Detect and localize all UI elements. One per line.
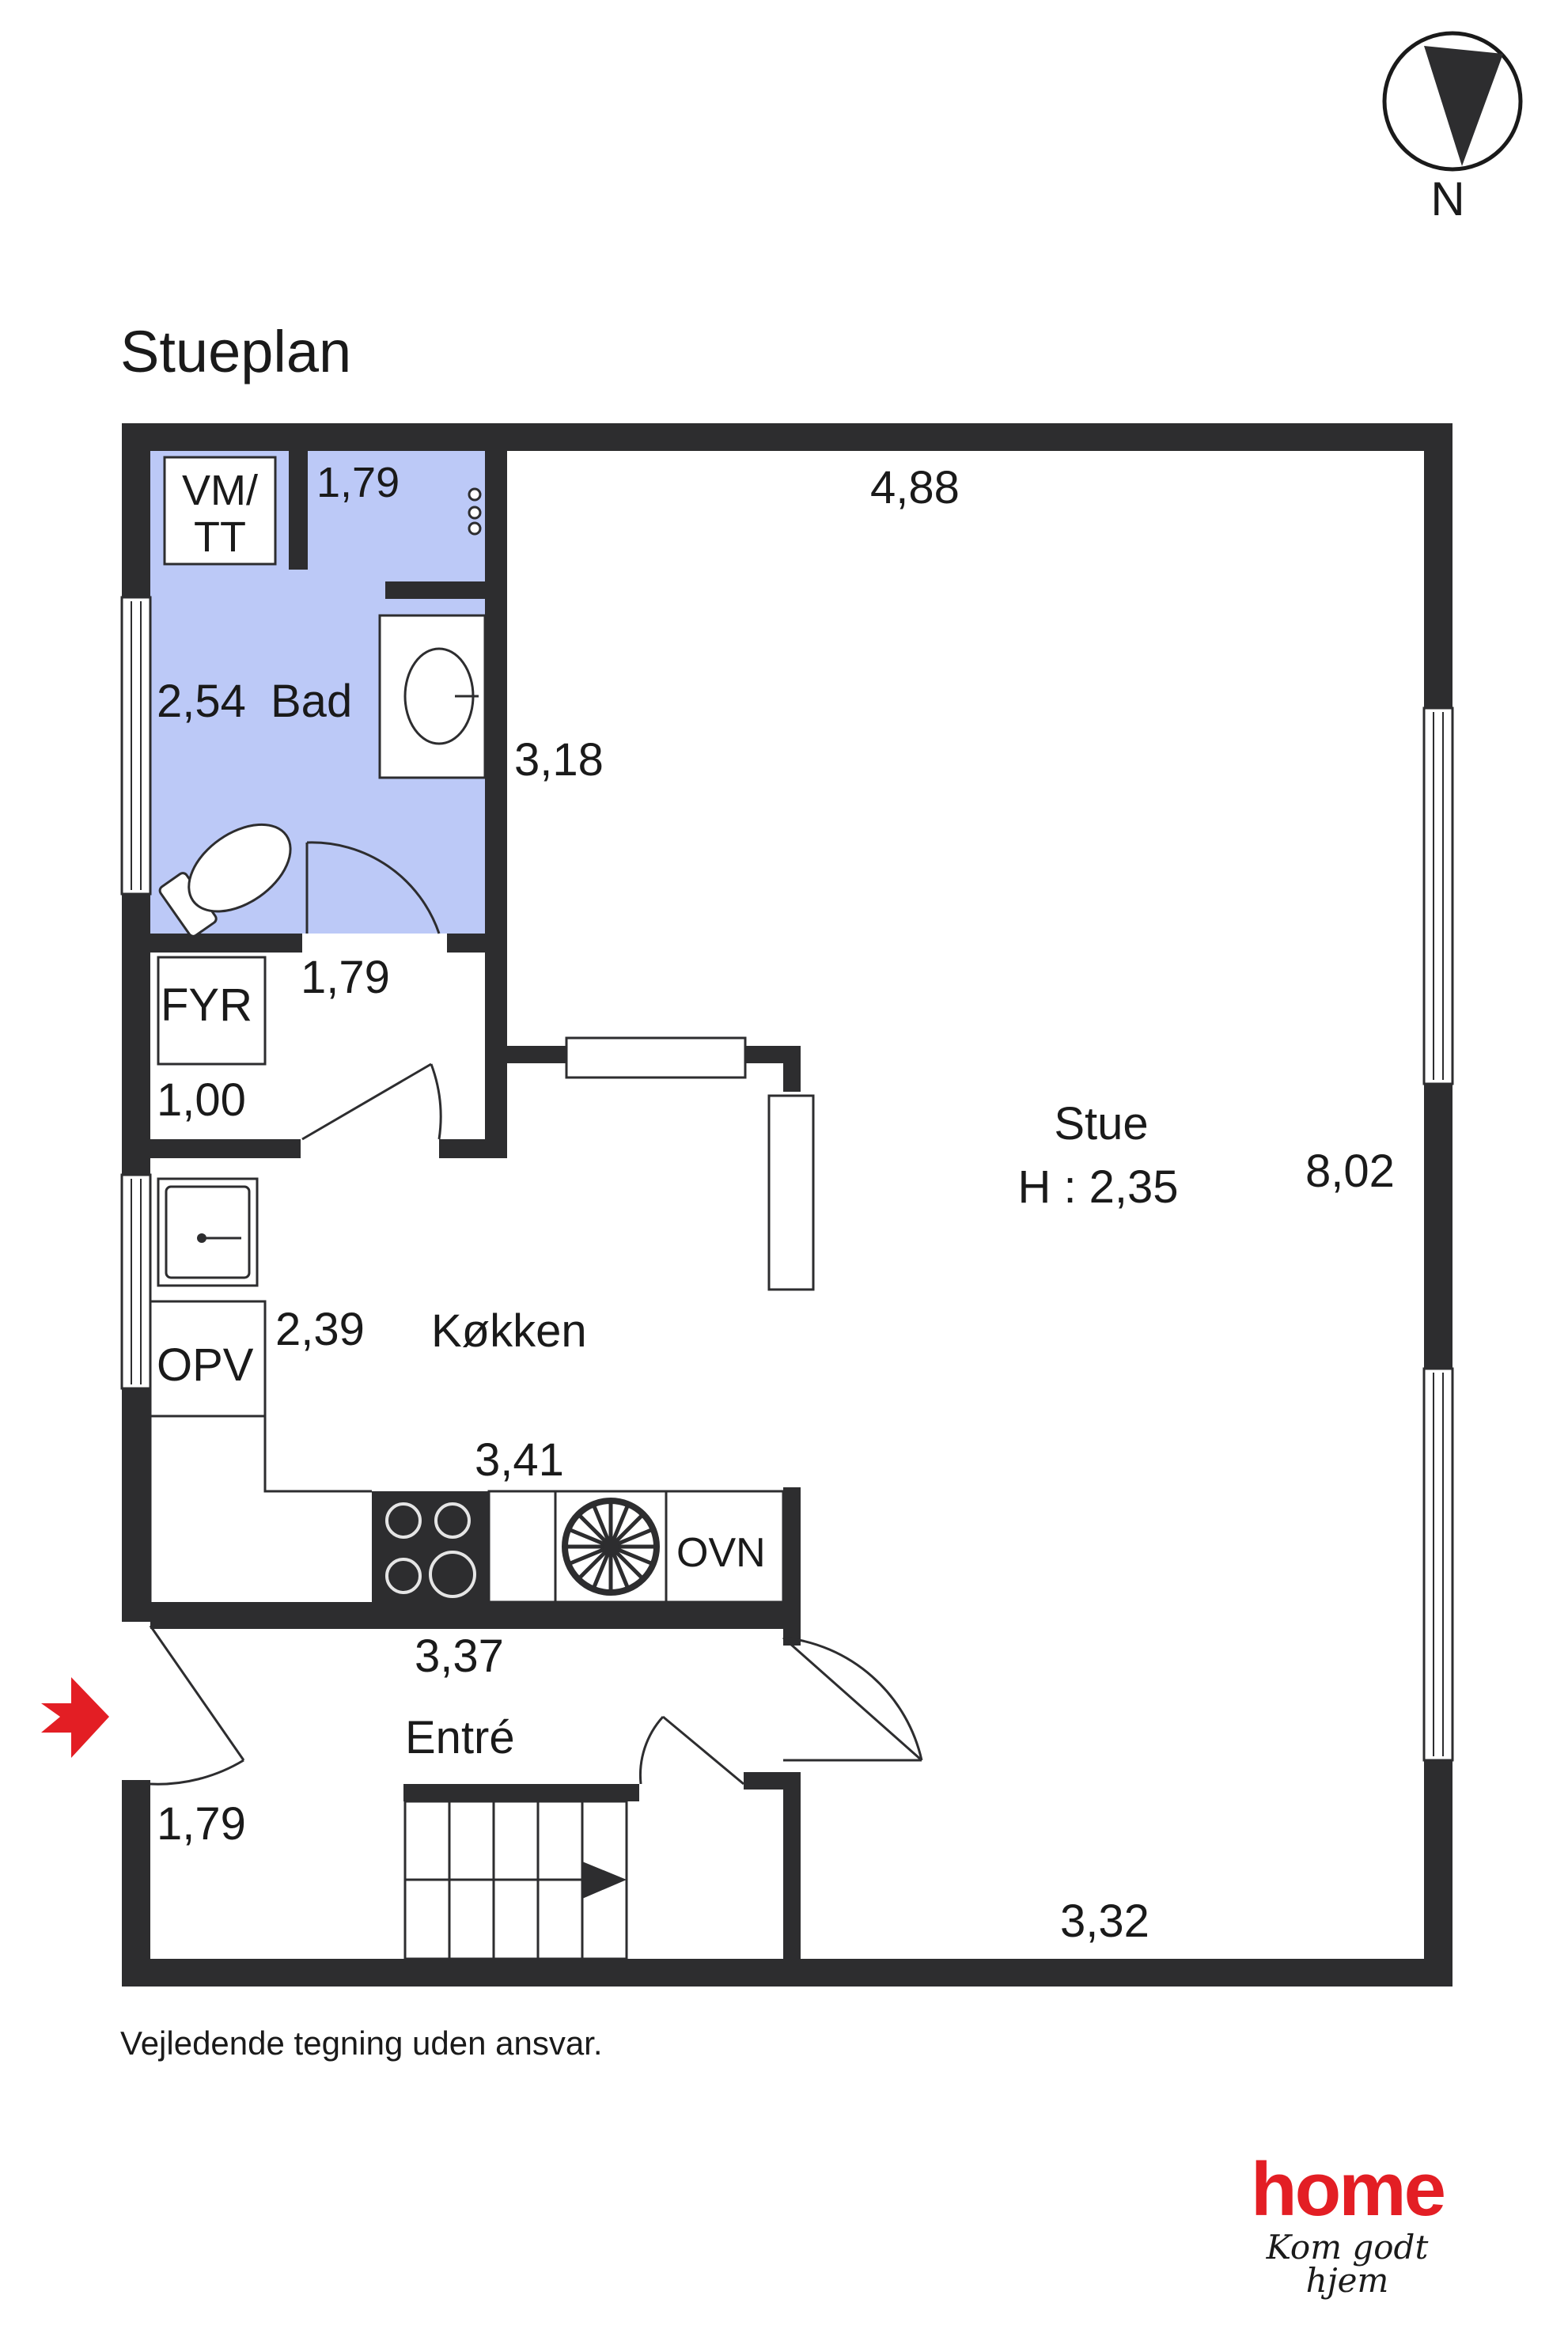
entre-name-label: Entré: [405, 1712, 515, 1763]
fyr-width-label: 1,79: [301, 952, 390, 1003]
bad-height-label: 3,18: [514, 734, 604, 786]
entrance-arrow-icon: [41, 1677, 109, 1758]
bad-width-label: 1,79: [316, 459, 400, 506]
oven-box: [665, 1490, 785, 1604]
compass-label: N: [1430, 172, 1464, 225]
brand-wordmark: home: [1250, 2147, 1446, 2232]
living-door-swing: [782, 1636, 923, 1762]
stue-length-label: 8,02: [1305, 1146, 1395, 1197]
plan-title: Stueplan: [120, 319, 352, 384]
stue-bottom-label: 3,32: [1060, 1896, 1149, 1947]
shower-fixture-icon: [468, 487, 482, 536]
dishwasher-box: [149, 1300, 267, 1418]
duct-horizontal: [565, 1036, 747, 1079]
interior-walls: [150, 451, 801, 1959]
bathroom-door-swing: [305, 841, 441, 934]
kokken-name-label: Køkken: [431, 1305, 587, 1357]
stue-name-label: Stue: [1054, 1098, 1148, 1149]
entrance-door-swing: [149, 1625, 245, 1786]
washer-dryer-box: [163, 456, 277, 566]
fyr-depth-label: 1,00: [157, 1074, 246, 1126]
opv-label: OPV: [157, 1339, 254, 1391]
vm-tt-label-1: VM/: [182, 467, 258, 514]
stue-ceiling-label: H : 2,35: [1017, 1161, 1178, 1213]
stair-arrow-icon: [582, 1862, 627, 1899]
entrance-opening: [122, 1622, 150, 1780]
kitchen-sink-icon: [157, 1177, 259, 1287]
kokken-width-label: 2,39: [275, 1304, 365, 1355]
brand-slogan: Kom godt hjem: [1266, 2228, 1429, 2300]
counter-segment: [487, 1490, 557, 1604]
stue-width-label: 4,88: [870, 462, 960, 513]
ovn-label: OVN: [676, 1530, 766, 1576]
entre-length-label: 3,37: [415, 1630, 504, 1682]
fan-oven-icon: [554, 1490, 668, 1604]
bad-length-label: 2,54: [157, 676, 246, 727]
vm-tt-label-2: TT: [194, 513, 246, 561]
toilet-icon: [158, 823, 292, 937]
staircase: [403, 1800, 628, 1960]
closet-door-swing: [638, 1715, 744, 1786]
disclaimer: Vejledende tegning uden ansvar.: [120, 2024, 603, 2062]
fyr-name-label: FYR: [161, 979, 252, 1031]
boiler-box: [157, 956, 267, 1066]
fyr-door-swing: [301, 1062, 442, 1141]
entre-width-label: 1,79: [157, 1798, 246, 1850]
compass-icon: [1382, 31, 1523, 172]
stove-icon: [372, 1491, 489, 1602]
sink-icon: [378, 614, 487, 779]
counter-outline: [263, 1416, 372, 1493]
windows: [120, 596, 1454, 1762]
bad-name-label: Bad: [271, 676, 352, 727]
brand-logo: home Kom godt hjem: [1229, 2152, 1466, 2297]
kokken-length-label: 3,41: [475, 1434, 564, 1486]
duct-vertical: [767, 1094, 815, 1291]
